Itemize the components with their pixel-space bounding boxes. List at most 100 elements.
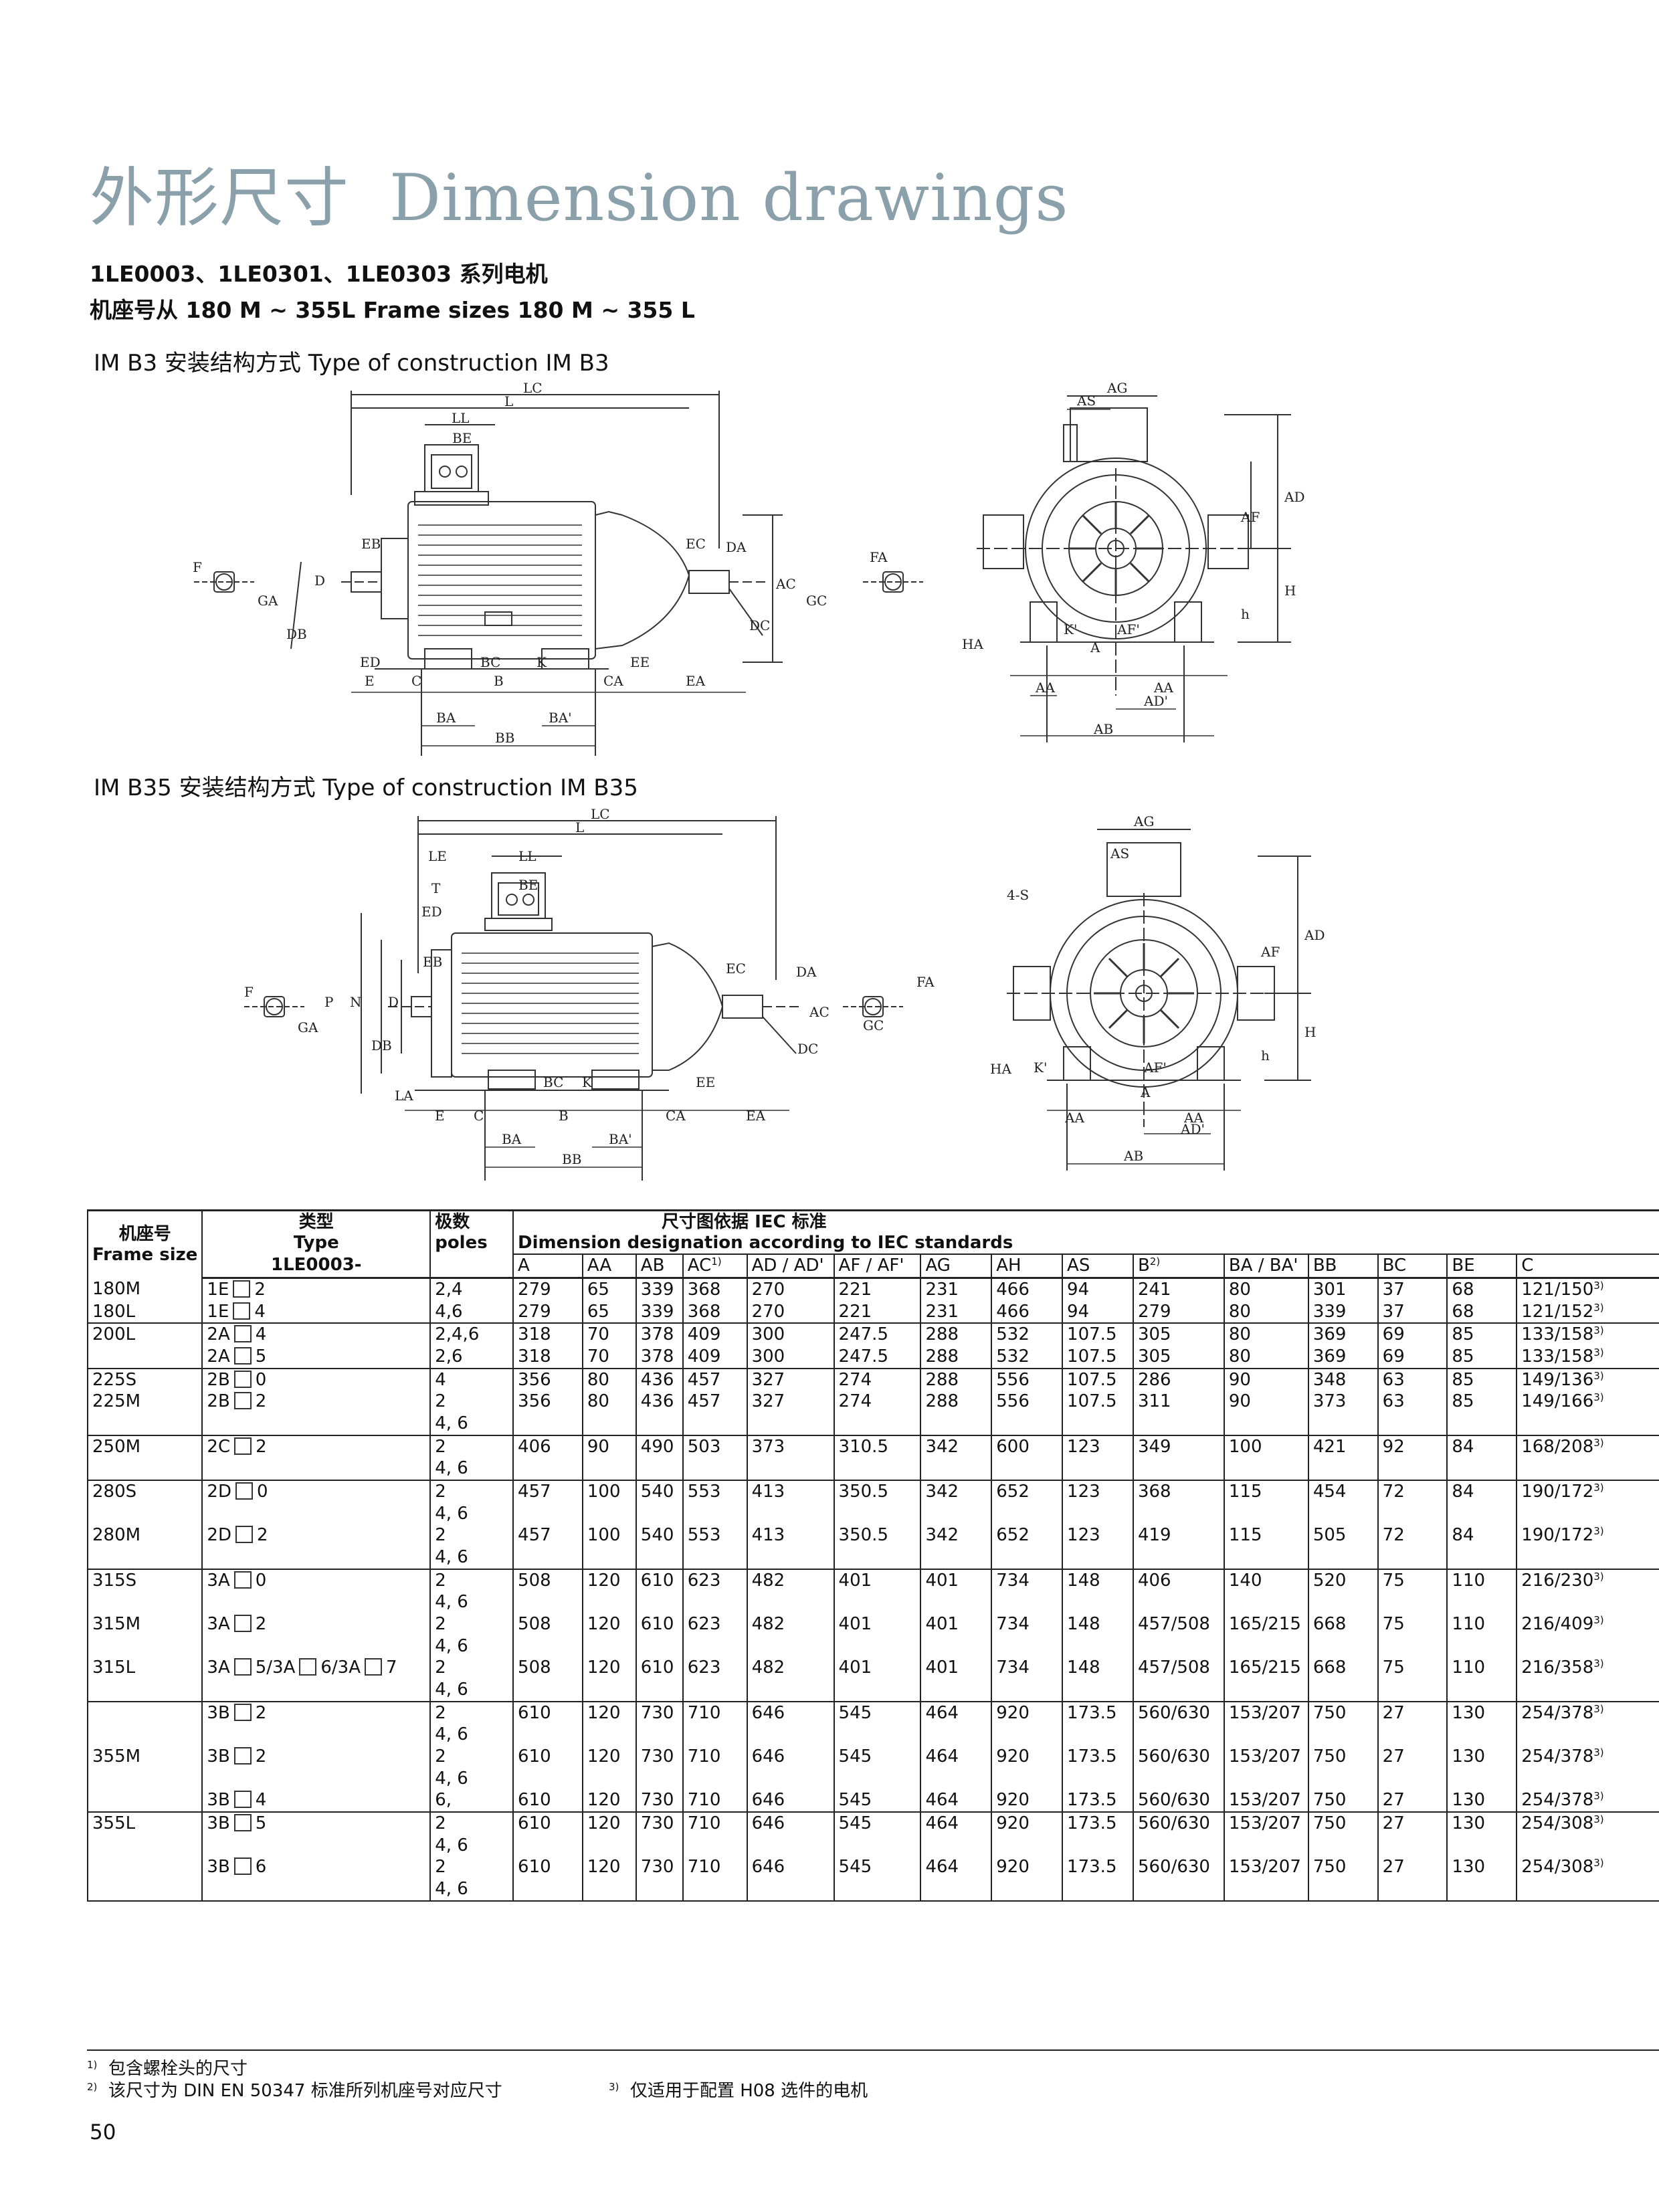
dim-ag: AG (1133, 813, 1154, 829)
dim-dc: DC (797, 1041, 818, 1057)
dimension-value-cell: 63 (1377, 1368, 1448, 1391)
dimension-value-cell: 75 (1377, 1569, 1448, 1592)
dimension-value-cell: 406 (1132, 1569, 1224, 1592)
dim-lc: LC (591, 806, 610, 822)
dim-da: DA (726, 539, 747, 555)
dimension-value-cell (512, 1546, 583, 1570)
type-cell (201, 1834, 431, 1857)
dimension-value-cell: 646 (746, 1812, 834, 1835)
column-header-label: AB (640, 1255, 665, 1276)
dimension-value-cell (581, 1834, 636, 1857)
c-footnote-mark: 3) (1593, 1525, 1604, 1538)
dimension-value-cell (1223, 1878, 1308, 1902)
dimension-value-cell: 464 (920, 1701, 992, 1724)
dimension-value-cell (512, 1679, 583, 1702)
type-suffix: 0 (256, 1482, 268, 1502)
dim-h-small: h (1261, 1047, 1270, 1064)
dimension-value-cell: 750 (1307, 1812, 1378, 1835)
dimension-value-cell: 270 (746, 1278, 834, 1301)
dimension-value-cell: 149/1363) (1516, 1368, 1659, 1391)
frame-size-cell: 280S (86, 1480, 203, 1503)
dimension-value-cell: 560/630 (1132, 1746, 1224, 1768)
dimension-value-cell (833, 1546, 921, 1570)
dim-ga: GA (298, 1019, 318, 1035)
dim-k: K (536, 654, 547, 670)
dimension-value-cell: 288 (920, 1346, 992, 1369)
dim-af-prime: AF' (1116, 621, 1140, 637)
dim-n: N (350, 994, 362, 1010)
dimension-value-cell: 80 (1223, 1278, 1308, 1301)
frame-size-subtitle: 机座号从 180 M ~ 355L Frame sizes 180 M ~ 35… (90, 297, 695, 323)
dim-ha: HA (990, 1061, 1011, 1077)
dim-k: K (582, 1074, 593, 1090)
type-cell (201, 1724, 431, 1746)
dim-aa: AA (1064, 1110, 1084, 1126)
dimension-header-zh: 尺寸图依据 IEC 标准 (662, 1212, 827, 1232)
dimension-value-cell (1307, 1724, 1378, 1746)
dimension-value-cell: 419 (1132, 1524, 1224, 1547)
dimension-value-cell: 406 (512, 1435, 583, 1458)
dimension-value-cell (991, 1767, 1063, 1790)
dimension-value-cell (1446, 1546, 1517, 1570)
dimension-value-cell (1377, 1635, 1448, 1657)
dimension-value-cell: 730 (635, 1789, 683, 1813)
footnote-1: 1) 包含螺栓头的尺寸 (87, 2058, 502, 2080)
footnote-3-mark: 3) (609, 2081, 619, 2093)
dimension-value-cell (1223, 1767, 1308, 1790)
dimension-value-cell (991, 1834, 1063, 1857)
table-row: 4, 6 (86, 1502, 1659, 1525)
dimension-value-cell: 65 (581, 1278, 636, 1301)
dimension-value-cell: 305 (1132, 1323, 1224, 1346)
dimension-value-cell: 107.5 (1062, 1323, 1133, 1346)
type-checkbox (233, 1791, 252, 1809)
frame-size-cell: 225M (86, 1391, 203, 1413)
dimension-value-cell: 120 (581, 1657, 636, 1680)
table-row: 4, 6 (86, 1834, 1659, 1857)
dimension-value-cell (635, 1591, 683, 1614)
dim-aa-right: AA (1153, 680, 1173, 696)
dimension-value-cell (833, 1457, 921, 1482)
c-value: 216/409 (1521, 1614, 1594, 1635)
dimension-value-cell (1223, 1591, 1308, 1614)
dimension-value-cell: 27 (1377, 1701, 1448, 1724)
type-checkbox (233, 1857, 252, 1876)
dimension-value-cell: 553 (682, 1524, 747, 1547)
dimension-value-cell (1307, 1679, 1378, 1702)
dimension-value-cell (1062, 1591, 1133, 1614)
type-checkbox (299, 1658, 317, 1676)
dimension-value-cell: 27 (1377, 1746, 1448, 1768)
poles-cell: 2,6 (429, 1346, 514, 1369)
dimension-value-cell: 72 (1377, 1480, 1448, 1503)
dimension-value-cell (1223, 1502, 1308, 1525)
dimension-value-cell: 221 (833, 1278, 921, 1301)
dim-da: DA (796, 964, 817, 980)
dim-l: L (504, 393, 513, 409)
dimension-value-cell (581, 1502, 636, 1525)
dimension-value-cell: 540 (635, 1480, 683, 1503)
dim-fa: FA (870, 549, 888, 565)
c-footnote-mark: 3) (1593, 1570, 1604, 1583)
dim-ac: AC (775, 576, 796, 592)
dimension-value-cell: 27 (1377, 1812, 1448, 1835)
c-value: 133/158 (1521, 1346, 1594, 1367)
dimension-value-cell: 734 (991, 1613, 1063, 1635)
dim-e: E (365, 673, 375, 689)
dim-f: F (193, 559, 202, 575)
frame-size-cell: 225S (86, 1368, 203, 1391)
type-checkbox (233, 1814, 252, 1832)
dimension-value-cell: 610 (512, 1856, 583, 1879)
dim-h: H (1304, 1024, 1316, 1040)
dimension-value-cell: 100 (581, 1480, 636, 1503)
poles-cell: 4, 6 (429, 1834, 514, 1857)
dimension-value-cell (1377, 1679, 1448, 1702)
column-header: AF / AF' (833, 1253, 921, 1280)
c-footnote-mark: 3) (1593, 1436, 1604, 1449)
